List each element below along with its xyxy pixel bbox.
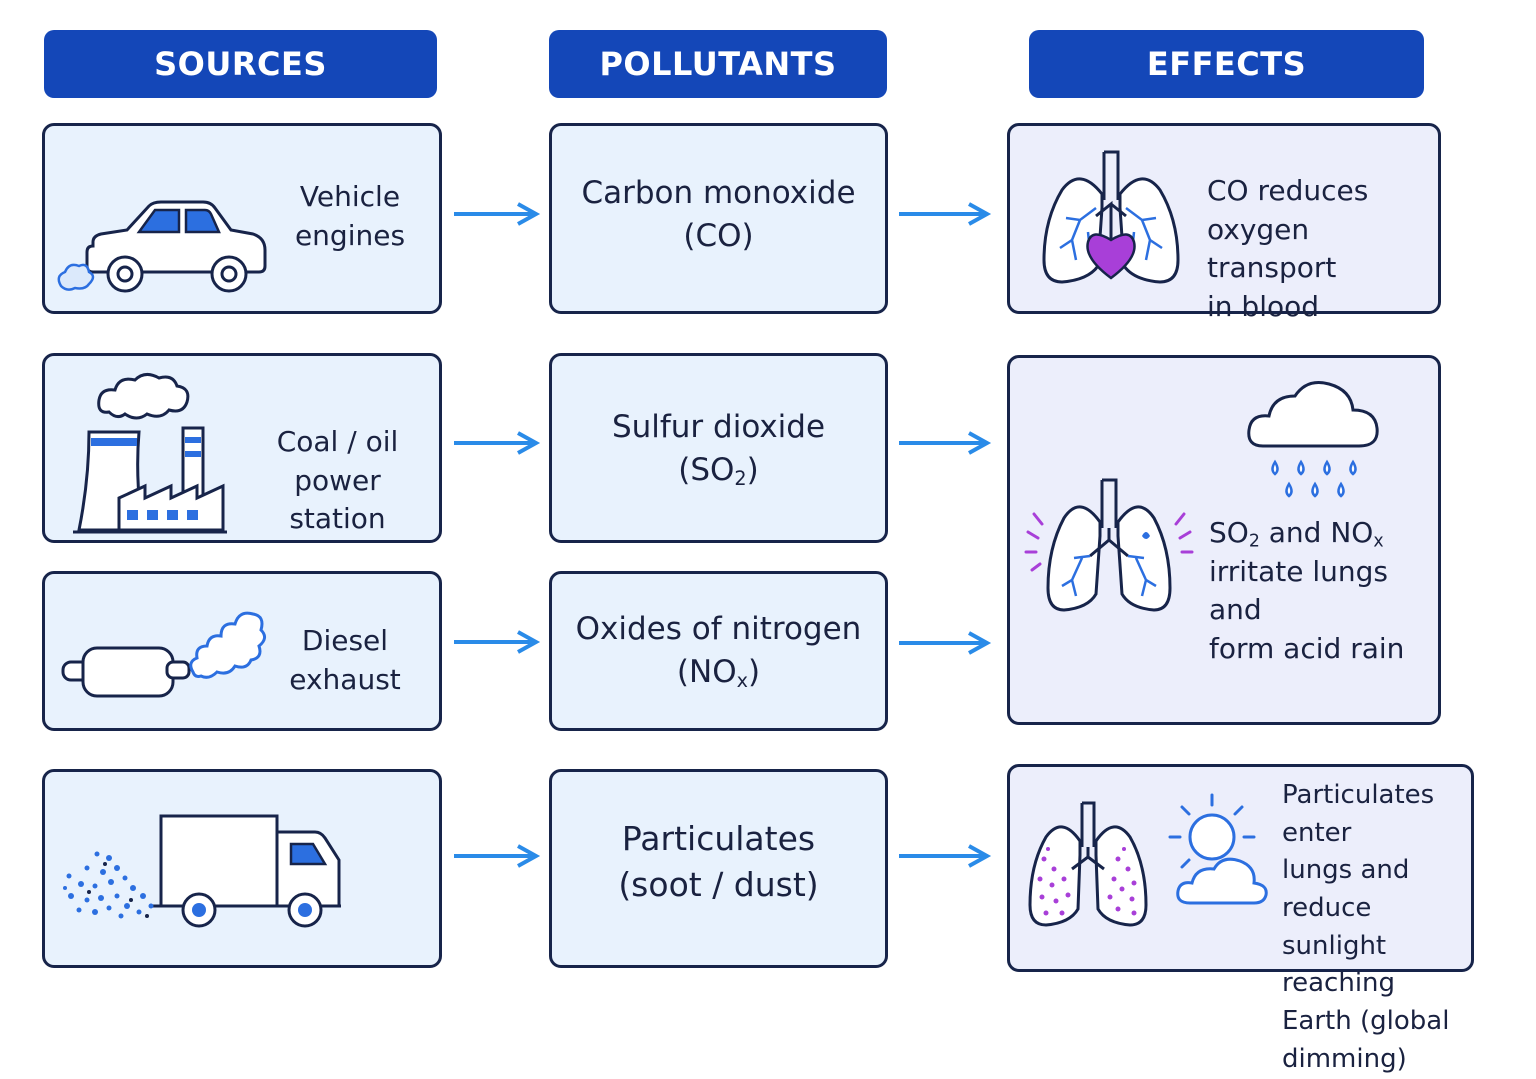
lungs-heart-icon — [1042, 150, 1180, 284]
effect-box-acid-rain: SO2 and NOx irritate lungs and form acid… — [1007, 355, 1441, 725]
arrow-particulates-to-effect — [899, 844, 992, 868]
source-box-truck — [42, 769, 442, 968]
header-pollutants: POLLUTANTS — [549, 30, 887, 98]
header-sources: SOURCES — [44, 30, 437, 98]
arrow-nox-to-effect — [899, 631, 992, 655]
arrow-truck-to-particulates — [454, 844, 541, 868]
source-label-power-station: Coal / oil power station — [276, 425, 399, 536]
pollutant-box-particulates: Particulates (soot / dust) — [549, 769, 888, 968]
source-box-power-station: Coal / oil power station — [42, 353, 442, 543]
arrow-vehicle-to-co — [454, 202, 541, 226]
particulate-lungs-icon — [1028, 801, 1148, 927]
arrow-so2-to-effect — [899, 431, 992, 455]
irritated-lungs-icon — [1024, 478, 1194, 612]
power-station-icon — [73, 373, 227, 534]
sun-cloud-icon — [1168, 793, 1268, 905]
source-label-diesel: Diesel exhaust — [289, 624, 401, 696]
pollutant-label-particulates: Particulates (soot / dust) — [618, 819, 819, 905]
arrow-diesel-to-nox — [454, 630, 541, 654]
truck-icon — [63, 814, 341, 928]
effect-label-co: CO reduces oxygen transport in blood — [1207, 174, 1369, 323]
car-icon — [57, 200, 267, 293]
effect-box-global-dimming: Particulates enter lungs and reduce sunl… — [1007, 764, 1474, 1074]
arrow-co-to-effect — [899, 202, 992, 226]
arrow-power-to-so2 — [454, 431, 541, 455]
effect-label-acid-rain: SO2 and NOx irritate lungs and form acid… — [1209, 516, 1405, 665]
source-box-diesel: Diesel exhaust — [42, 571, 442, 731]
source-label-vehicle: Vehicle engines — [294, 180, 406, 252]
exhaust-pipe-icon — [61, 611, 266, 698]
pollutant-label-co: Carbon monoxide (CO) — [581, 175, 856, 255]
effect-box-co: CO reduces oxygen transport in blood — [1007, 123, 1441, 323]
source-box-vehicle: Vehicle engines — [42, 123, 442, 314]
rain-cloud-icon — [1247, 381, 1379, 498]
pollutant-box-nox: Oxides of nitrogen (NOx) — [549, 571, 888, 731]
pollutant-label-nox: Oxides of nitrogen (NOx) — [575, 611, 862, 693]
effect-label-global-dimming: Particulates enter lungs and reduce sunl… — [1282, 780, 1450, 1074]
pollutant-label-so2: Sulfur dioxide (SO2) — [611, 409, 826, 491]
pollutant-box-so2: Sulfur dioxide (SO2) — [549, 353, 888, 543]
header-effects: EFFECTS — [1029, 30, 1424, 98]
pollutant-box-co: Carbon monoxide (CO) — [549, 123, 888, 314]
